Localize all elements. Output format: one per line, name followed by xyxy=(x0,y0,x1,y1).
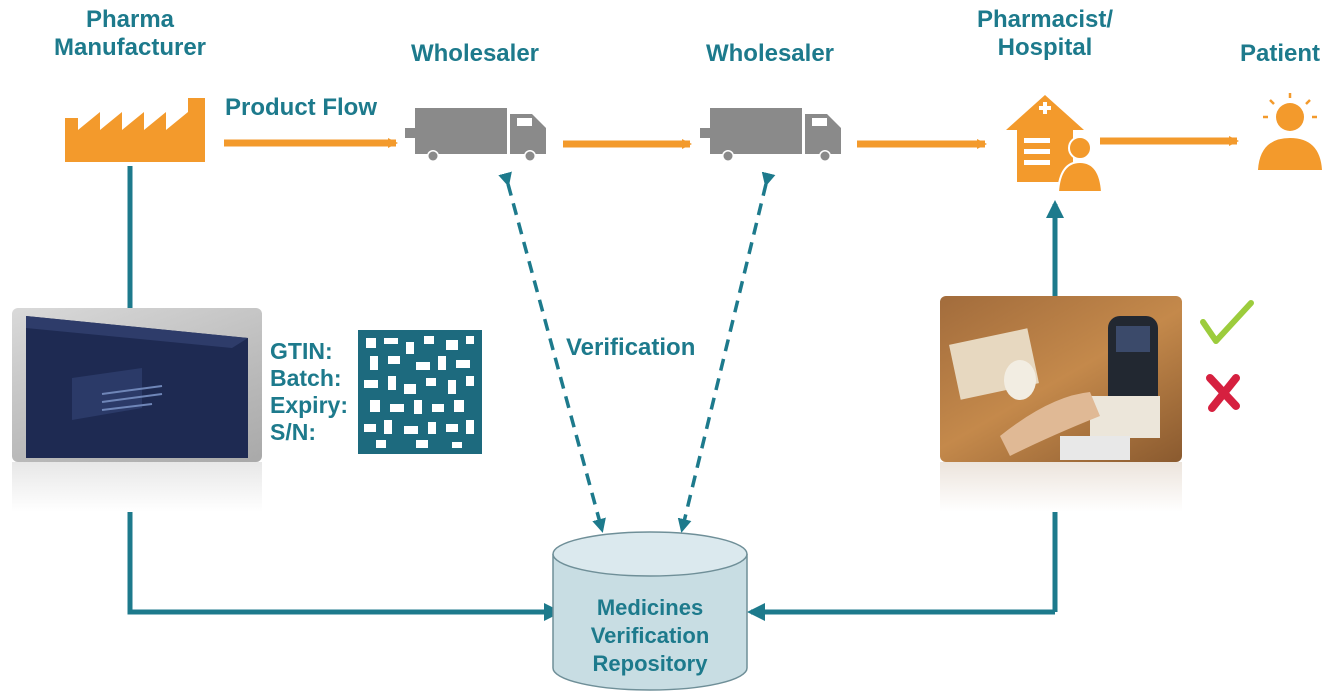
truck-icon xyxy=(405,108,546,162)
datamatrix-icon xyxy=(358,330,482,454)
manufacturer-label-line1: Pharma xyxy=(85,6,175,33)
manufacturer-label: Pharma Manufacturer xyxy=(35,6,225,62)
gtin-field: GTIN: xyxy=(270,338,333,364)
patient-label: Patient xyxy=(1239,40,1320,67)
batch-field: Batch: xyxy=(270,365,342,391)
repository-label-line2: Verification xyxy=(590,623,710,648)
wholesaler-2-label: Wholesaler xyxy=(705,40,835,67)
product-flow-label: Product Flow xyxy=(225,94,377,121)
patient-icon xyxy=(1258,93,1322,170)
factory-icon xyxy=(65,98,205,162)
repository-label-line3: Repository xyxy=(592,651,708,676)
verification-arrows xyxy=(498,171,776,533)
cross-icon xyxy=(1206,374,1240,412)
truck-icon xyxy=(700,108,841,162)
repository-label-line1: Medicines xyxy=(596,595,704,620)
verification-arrow-wholesaler2 xyxy=(677,171,776,533)
check-icon xyxy=(1200,300,1254,344)
repository-label: Medicines Verification Repository xyxy=(553,594,747,678)
wholesaler-1-label: Wholesaler xyxy=(410,40,540,67)
scanner-photo xyxy=(940,296,1182,462)
scanner-photo-reflection xyxy=(940,462,1182,512)
product-box-reflection xyxy=(12,462,262,512)
manufacturer-label-line2: Manufacturer xyxy=(53,34,207,61)
verification-arrow-wholesaler1 xyxy=(498,171,606,533)
code-fields: GTIN: Batch: Expiry: S/N: xyxy=(270,338,348,446)
expiry-field: Expiry: xyxy=(270,392,348,418)
product-box-photo xyxy=(12,308,262,462)
pharmacist-label-line1: Pharmacist/ xyxy=(976,6,1114,33)
pharmacy-icon xyxy=(1006,95,1104,193)
product-flow-arrows xyxy=(224,136,1239,149)
repository-cylinder xyxy=(552,531,748,691)
sn-field: S/N: xyxy=(270,419,316,445)
pharmacist-label-line2: Hospital xyxy=(997,34,1093,61)
pharmacist-label: Pharmacist/ Hospital xyxy=(960,6,1130,62)
